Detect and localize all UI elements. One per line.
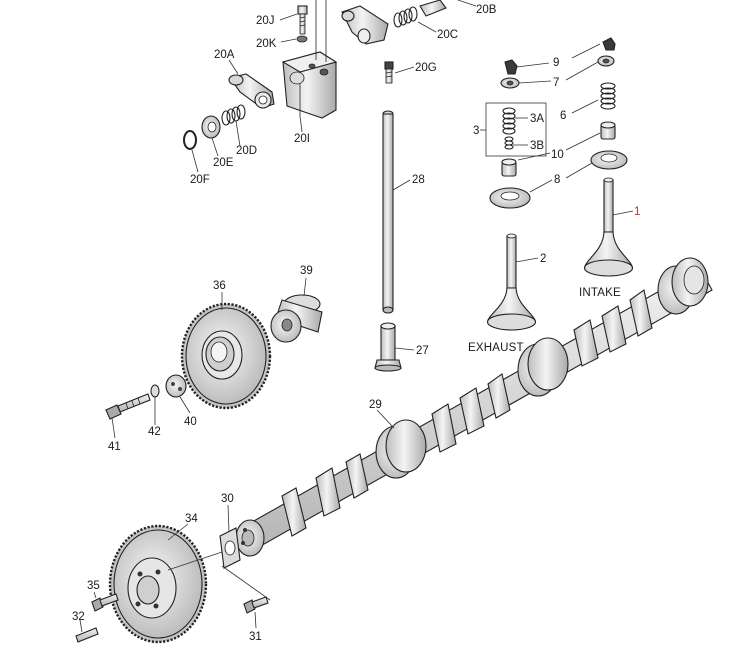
bolt-20j — [297, 5, 308, 35]
callout-30: 30 — [221, 493, 234, 505]
callout-9: 9 — [553, 57, 559, 69]
callout-36: 36 — [213, 280, 226, 292]
intake-valve-1 — [583, 177, 634, 277]
callout-20e: 20E — [213, 157, 234, 169]
retainer-7 — [500, 55, 615, 89]
callout-7: 7 — [553, 77, 559, 89]
rocker-support-20i — [281, 0, 338, 119]
callout-8: 8 — [554, 174, 560, 186]
callout-20f: 20F — [190, 174, 210, 186]
exhaust-caption: EXHAUST — [468, 342, 524, 354]
callout-35: 35 — [87, 580, 100, 592]
bolt-35 — [91, 593, 119, 612]
callout-labels: 20J 20K 20B 20C 20G 20A 20D 20E 20F 20I … — [72, 4, 640, 643]
washer-42 — [150, 384, 160, 398]
callout-29: 29 — [369, 399, 382, 411]
hub-39 — [270, 294, 323, 343]
rocker-assembly — [183, 0, 447, 150]
callout-1: 1 — [634, 206, 640, 218]
rocker-arm-upper — [341, 5, 389, 45]
gasket-30 — [219, 527, 241, 569]
callout-20k: 20K — [256, 38, 277, 50]
clip-20f — [183, 130, 197, 150]
callout-3: 3 — [473, 125, 479, 137]
callout-20a: 20A — [214, 49, 235, 61]
callout-39: 39 — [300, 265, 313, 277]
push-rod-28 — [382, 110, 394, 314]
washer-40 — [165, 374, 187, 398]
shaft-20b — [419, 0, 447, 17]
callout-3b: 3B — [530, 140, 544, 152]
callout-3a: 3A — [530, 113, 544, 125]
cam-gear-34 — [108, 524, 208, 644]
callout-10: 10 — [551, 149, 564, 161]
exhaust-valve-2 — [486, 233, 537, 331]
callout-27: 27 — [416, 345, 429, 357]
callout-20c: 20C — [437, 29, 458, 41]
idler-gear-36 — [180, 302, 272, 410]
callout-28: 28 — [412, 174, 425, 186]
callout-40: 40 — [184, 416, 197, 428]
leader-lines — [79, 0, 634, 633]
callout-32: 32 — [72, 611, 85, 623]
bolt-41 — [105, 393, 151, 420]
washer-20e — [201, 115, 221, 139]
valve-train — [485, 37, 634, 331]
dowel-pin-32 — [75, 627, 99, 643]
spring-20d — [221, 104, 246, 126]
spring-20c — [393, 6, 418, 28]
callout-20j: 20J — [256, 15, 275, 27]
callout-20i: 20I — [294, 133, 310, 145]
washer-20k — [296, 35, 308, 43]
rocker-arm-20a — [228, 73, 275, 109]
bolt-20g — [384, 61, 394, 84]
spring-6 — [600, 82, 616, 110]
bolt-31 — [243, 596, 269, 614]
camshaft-29 — [235, 257, 713, 557]
callout-41: 41 — [108, 441, 121, 453]
intake-caption: INTAKE — [579, 287, 621, 299]
valve-cap-9 — [504, 37, 616, 75]
washer-8 — [489, 150, 628, 209]
callout-20g: 20G — [415, 62, 437, 74]
callout-20b: 20B — [476, 4, 497, 16]
callout-31: 31 — [249, 631, 262, 643]
valve-seal-10 — [501, 121, 616, 177]
callout-20d: 20D — [236, 145, 257, 157]
callout-2: 2 — [540, 253, 546, 265]
callout-34: 34 — [185, 513, 198, 525]
tappet-27 — [374, 322, 402, 372]
callout-6: 6 — [560, 110, 566, 122]
callout-42: 42 — [148, 426, 161, 438]
spring-set-3 — [485, 102, 547, 157]
